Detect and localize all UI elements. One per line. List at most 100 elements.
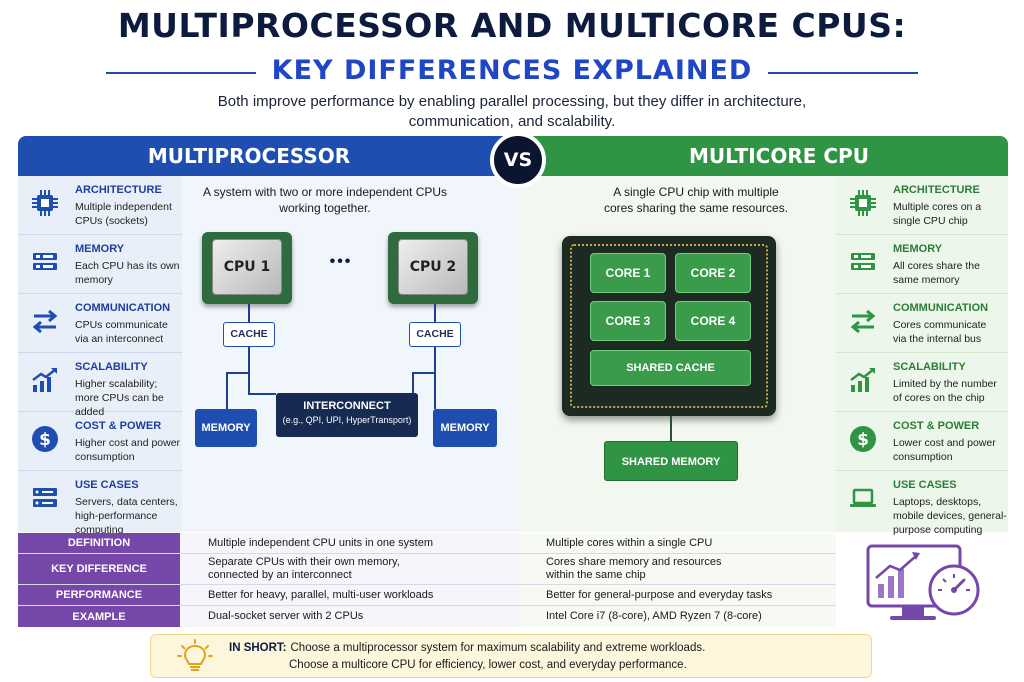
cpu-1-label: CPU 1 <box>212 239 282 295</box>
chip-icon <box>32 190 58 216</box>
lightbulb-icon <box>177 639 213 671</box>
feature-cost-power: $ COST & POWER Lower cost and power cons… <box>836 412 1008 471</box>
feature-desc: Limited by the number of cores on the ch… <box>893 378 997 404</box>
feature-desc: Higher scalability; more CPUs can be add… <box>75 378 164 418</box>
feature-title: COST & POWER <box>75 420 162 432</box>
vs-badge: VS <box>490 132 546 188</box>
multicore-cell: Intel Core i7 (8-core), AMD Ryzen 7 (8-c… <box>546 610 762 622</box>
feature-cost-power: $ COST & POWER Higher cost and power con… <box>18 412 182 471</box>
table-bg-right <box>520 533 836 627</box>
feature-title: MEMORY <box>893 243 943 255</box>
feature-title: USE CASES <box>75 479 139 491</box>
cpu-2-chip: CPU 2 <box>388 232 478 304</box>
cache-1: CACHE <box>223 322 275 347</box>
feature-title: SCALABILITY <box>75 361 148 373</box>
feature-communication: COMMUNICATION CPUs communicate via an in… <box>18 294 182 353</box>
feature-title: ARCHITECTURE <box>893 184 980 196</box>
multiprocessor-feature-list: ARCHITECTURE Multiple independent CPUs (… <box>18 176 182 536</box>
server-icon <box>33 488 57 507</box>
feature-memory: MEMORY Each CPU has its own memory <box>18 235 182 294</box>
feature-architecture: ARCHITECTURE Multiple independent CPUs (… <box>18 176 182 235</box>
feature-title: COST & POWER <box>893 420 980 432</box>
connector-line <box>434 372 436 409</box>
summary-label: IN SHORT: <box>229 642 287 654</box>
connector-line <box>248 304 250 322</box>
row-label: PERFORMANCE <box>18 585 180 605</box>
feature-desc: CPUs communicate via an interconnect <box>75 319 168 345</box>
feature-scalability: SCALABILITY Limited by the number of cor… <box>836 353 1008 412</box>
page-subtitle-heading: KEY DIFFERENCES EXPLAINED <box>271 55 753 86</box>
feature-title: COMMUNICATION <box>893 302 989 314</box>
performance-monitor-icon <box>866 544 980 620</box>
summary-text-1: Choose a multiprocessor system for maxim… <box>290 642 706 654</box>
feature-title: ARCHITECTURE <box>75 184 162 196</box>
row-label: DEFINITION <box>18 533 180 553</box>
multiprocessor-cell: Better for heavy, parallel, multi-user w… <box>208 588 434 601</box>
feature-use-cases: USE CASES Servers, data centers, high-pe… <box>18 471 182 536</box>
connector-line <box>248 393 276 395</box>
feature-desc: Lower cost and power consumption <box>893 437 996 463</box>
feature-title: SCALABILITY <box>893 361 966 373</box>
table-row: EXAMPLE Dual-socket server with 2 CPUs I… <box>18 606 836 627</box>
cache-2: CACHE <box>409 322 461 347</box>
row-label: EXAMPLE <box>18 606 180 627</box>
multiprocessor-cell: Dual-socket server with 2 CPUs <box>208 610 364 622</box>
dollar-icon: $ <box>32 426 58 452</box>
multiprocessor-cell: Multiple independent CPU units in one sy… <box>208 536 434 549</box>
multiprocessor-heading: MULTIPROCESSOR <box>18 136 520 176</box>
table-row: PERFORMANCE Better for heavy, parallel, … <box>18 585 836 606</box>
dollar-icon: $ <box>850 426 876 452</box>
connector-line <box>226 372 228 409</box>
interconnect-examples: (e.g., QPI, UPI, HyperTransport) <box>282 415 412 425</box>
multicore-heading: MULTICORE CPU <box>520 136 1008 176</box>
feature-memory: MEMORY All cores share the same memory <box>836 235 1008 294</box>
connector-line <box>434 304 436 322</box>
memory-2: MEMORY <box>433 409 497 447</box>
connector-line <box>248 372 250 394</box>
intro-text: Both improve performance by enabling par… <box>217 93 807 130</box>
feature-communication: COMMUNICATION Cores communicate via the … <box>836 294 1008 353</box>
multiprocessor-cell: Separate CPUs with their own memory, con… <box>208 556 400 581</box>
multicore-description: A single CPU chip with multiple cores sh… <box>603 185 789 215</box>
feature-title: COMMUNICATION <box>75 302 171 314</box>
connector-line <box>670 416 672 441</box>
growth-chart-icon <box>32 368 57 392</box>
multicore-cell: Multiple cores within a single CPU <box>546 536 713 549</box>
feature-desc: Multiple independent CPUs (sockets) <box>75 201 172 227</box>
feature-desc: Cores communicate via the internal bus <box>893 319 987 345</box>
feature-desc: Higher cost and power consumption <box>75 437 181 463</box>
feature-scalability: SCALABILITY Higher scalability; more CPU… <box>18 353 182 418</box>
core-1: CORE 1 <box>590 253 666 293</box>
cpu-2-label: CPU 2 <box>398 239 468 295</box>
feature-desc: Multiple cores on a single CPU chip <box>893 201 982 227</box>
feature-desc: Laptops, desktops, mobile devices, gener… <box>893 496 1007 536</box>
row-label: KEY DIFFERENCE <box>18 554 180 584</box>
svg-text:$: $ <box>857 430 869 450</box>
table-row: KEY DIFFERENCE Separate CPUs with their … <box>18 554 836 585</box>
feature-architecture: ARCHITECTURE Multiple cores on a single … <box>836 176 1008 235</box>
multicore-cell: Better for general-purpose and everyday … <box>546 588 773 601</box>
summary-line-1: IN SHORT:Choose a multiprocessor system … <box>229 642 705 654</box>
feature-desc: Servers, data centers, high-performance … <box>75 496 178 536</box>
title-rule-left <box>106 72 256 74</box>
feature-title: USE CASES <box>893 479 957 491</box>
connector-line <box>248 347 250 373</box>
svg-text:$: $ <box>39 430 51 450</box>
connector-line <box>412 372 435 374</box>
page-title: MULTIPROCESSOR AND MULTICORE CPUS: <box>117 6 907 45</box>
arrows-icon <box>850 309 876 334</box>
feature-use-cases: USE CASES Laptops, desktops, mobile devi… <box>836 471 1008 536</box>
table-bg-left <box>180 533 520 627</box>
multiprocessor-description: A system with two or more independent CP… <box>202 185 448 215</box>
multicore-cell: Cores share memory and resources within … <box>546 556 722 581</box>
memory-icon <box>851 253 875 270</box>
chip-icon <box>850 190 876 216</box>
title-rule-right <box>768 72 918 74</box>
memory-1: MEMORY <box>195 409 257 447</box>
memory-icon <box>33 253 57 270</box>
feature-desc: Each CPU has its own memory <box>75 260 180 286</box>
core-3: CORE 3 <box>590 301 666 341</box>
connector-line <box>226 372 249 374</box>
interconnect-box: INTERCONNECT (e.g., QPI, UPI, HyperTrans… <box>276 393 418 437</box>
